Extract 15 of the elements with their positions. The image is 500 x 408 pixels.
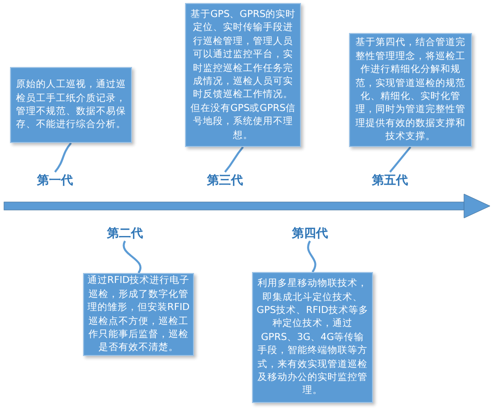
generation-label: 第二代 bbox=[103, 225, 147, 242]
callout-box: 基于第四代，结合管道完整性管理理念，将巡检工作进行精细化分解和规范，实现管道巡检的规范化、精细化、实时化管理，同时为管道完整性管理提供有效的数据支撑和技术支撑。 bbox=[349, 33, 472, 147]
callout-box: 通过RFID技术进行电子巡检，形成了数字化管理的雏形，但安装RFID巡检点不方便，巡检工作只能事后监督，巡检是否有效不清楚。 bbox=[83, 273, 194, 356]
generation-label: 第一代 bbox=[33, 172, 77, 189]
connector-line bbox=[389, 146, 412, 173]
connector-line bbox=[307, 240, 316, 272]
callout-box: 基于GPS、GPRS的实时定位、实时传输手段进行巡检管理，管理人员可以通过监控平台，实时监控巡检工作任务完成情况，巡检人员可实时反馈巡检工作情况。但在没有GPS或GPRS信号地段，系统使用不理想。 bbox=[185, 3, 301, 147]
callout-box: 利用多星移动物联技术，即集成北斗定位技术、GPS技术、RFID技术等多种定位技术，通过GPRS、3G、4G等传输手段，智能终端物联等方式，来有效实现管道巡检及移动办公的实时监控管理。 bbox=[252, 272, 373, 403]
connector-line bbox=[224, 146, 244, 173]
callout-box: 原始的人工巡视，通过巡检员工手工纸介质记录，管理不规范、数据不易保存、不能进行综合分析。 bbox=[10, 67, 132, 143]
generation-label: 第五代 bbox=[368, 172, 412, 189]
connector-line bbox=[54, 142, 72, 173]
generation-label: 第三代 bbox=[203, 172, 247, 189]
connector-line bbox=[122, 240, 142, 274]
generation-label: 第四代 bbox=[288, 225, 332, 242]
